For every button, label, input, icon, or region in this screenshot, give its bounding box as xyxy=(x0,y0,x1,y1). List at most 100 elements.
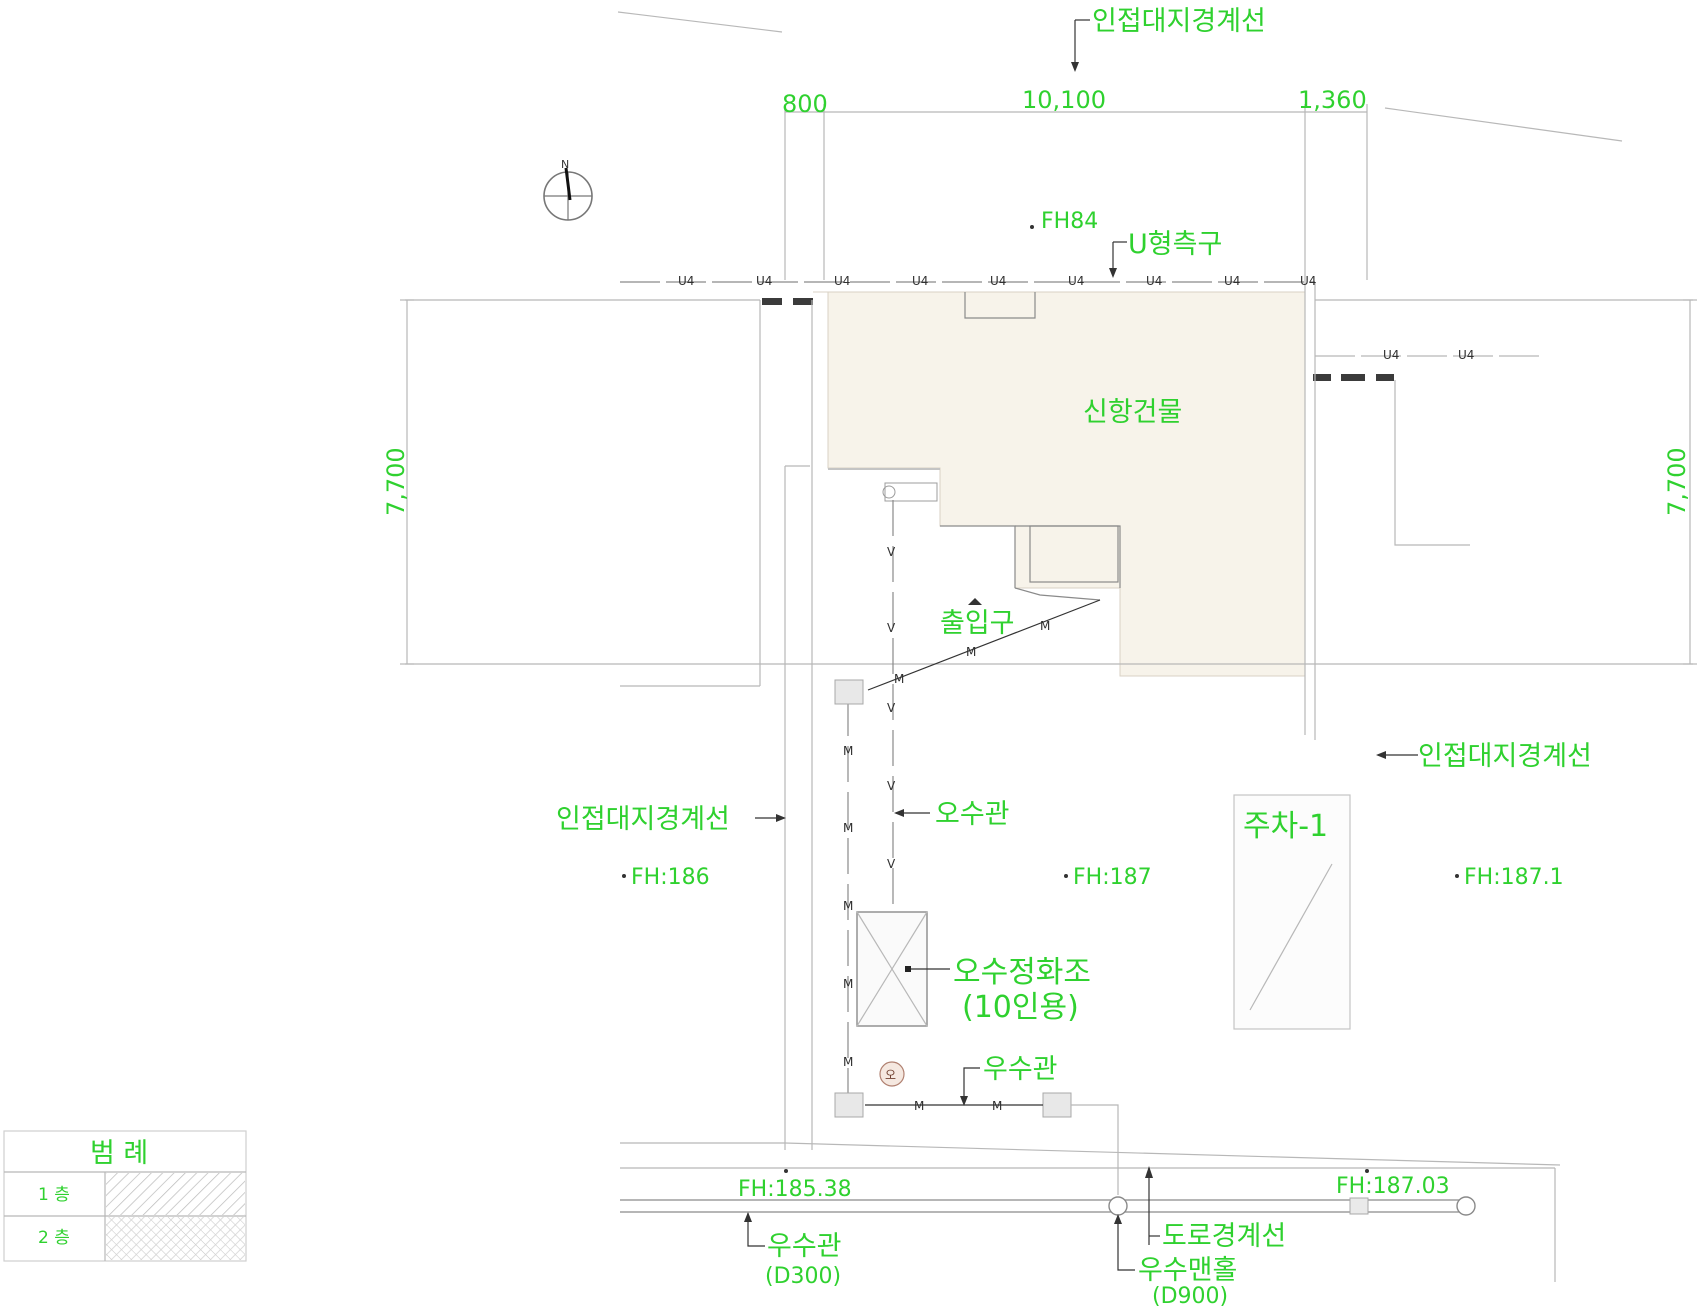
gutter-cover xyxy=(762,298,782,305)
pipe-code-u4: U4 xyxy=(1300,274,1316,288)
parking-space xyxy=(1233,794,1351,1030)
pipe-code-u4: U4 xyxy=(1383,348,1399,362)
label-rain-pipe-main-size: (D300) xyxy=(765,1264,841,1289)
pipe-code-m: M xyxy=(894,672,904,686)
septic-tank-marker xyxy=(905,966,911,972)
legend-title: 범 례 xyxy=(90,1138,148,1169)
pipe-code-m: M xyxy=(992,1099,1002,1113)
legend-swatch-floor-2 xyxy=(106,1217,245,1260)
leader-rain-main xyxy=(747,1213,765,1247)
elevation-point xyxy=(1064,874,1068,878)
pipe-code-m: M xyxy=(843,977,853,991)
pipe-code-u4: U4 xyxy=(678,274,694,288)
pipe-code-v: V xyxy=(887,545,896,559)
building-notch xyxy=(964,292,1036,319)
sewer-pipe-diagonal xyxy=(867,599,1101,691)
elevation-fh187-03: FH:187.03 xyxy=(1336,1174,1450,1199)
pipe-code-m: M xyxy=(843,744,853,758)
pipe-code-u4: U4 xyxy=(912,274,928,288)
pipe-code-u4: U4 xyxy=(1458,348,1474,362)
gutter-cover xyxy=(1376,374,1394,381)
road-catch-basin xyxy=(1349,1197,1369,1215)
arrow-neighbor-top xyxy=(1071,62,1079,72)
neighbor-boundary-line-top-right xyxy=(1384,107,1623,142)
pipe-code-u4: U4 xyxy=(1068,274,1084,288)
arrow-rain-main xyxy=(744,1212,752,1222)
label-septic-tank-capacity: (10인용) xyxy=(962,990,1079,1025)
septic-tank-cross xyxy=(856,911,928,1027)
right-structure-line xyxy=(1394,380,1470,546)
label-new-building: 신항건물 xyxy=(1083,397,1182,428)
label-road-boundary: 도로경계선 xyxy=(1162,1221,1286,1252)
elevation-fh187: FH:187 xyxy=(1073,865,1152,890)
elevation-fh187-1: FH:187.1 xyxy=(1464,865,1564,890)
entrance-arrow xyxy=(968,598,982,605)
north-arrow-needle xyxy=(564,167,572,201)
elevation-fh185-38: FH:185.38 xyxy=(738,1177,852,1202)
pipe-code-m: M xyxy=(914,1099,924,1113)
pipe-code-v: V xyxy=(887,701,896,715)
stair-top xyxy=(828,468,940,470)
parking-diagonal xyxy=(1249,863,1333,1011)
rain-manhole-icon xyxy=(1108,1196,1128,1216)
arrow-neighbor-left xyxy=(776,814,786,822)
label-entrance: 출입구 xyxy=(940,608,1015,639)
pipe-code-m: M xyxy=(1040,619,1050,633)
legend-row-label: 1 층 xyxy=(38,1185,70,1205)
pipe-code-v: V xyxy=(887,857,896,871)
label-neighbor-boundary-left: 인접대지경계선 xyxy=(556,804,730,835)
gutter-cover xyxy=(1313,374,1331,381)
pipe-code-u4: U4 xyxy=(1146,274,1162,288)
dimension-left-height: 7,700 xyxy=(382,447,410,516)
pipe-code-u4: U4 xyxy=(834,274,850,288)
road-line-b xyxy=(784,1142,1561,1166)
legend-swatch-floor-1 xyxy=(106,1173,245,1215)
label-septic-tank: 오수정화조 xyxy=(953,955,1091,990)
label-rain-pipe: 우수관 xyxy=(983,1054,1058,1085)
dimension-right-height: 7,700 xyxy=(1663,447,1691,516)
cleanout-circle xyxy=(882,485,896,499)
pipe-code-u4: U4 xyxy=(756,274,772,288)
elevation-point xyxy=(1455,874,1459,878)
label-neighbor-boundary-right: 인접대지경계선 xyxy=(1418,741,1592,772)
arrow-road-boundary xyxy=(1145,1166,1153,1178)
pipe-code-u4: U4 xyxy=(990,274,1006,288)
entrance-box xyxy=(1029,525,1119,583)
elevation-point xyxy=(622,874,626,878)
elevation-fh84: FH84 xyxy=(1041,209,1098,234)
elevation-point xyxy=(784,1169,788,1173)
pipe-code-v: V xyxy=(887,779,896,793)
arrow-rain-pipe xyxy=(960,1096,968,1106)
label-parking: 주차-1 xyxy=(1243,809,1328,844)
dimension-top-right: 1,360 xyxy=(1298,86,1367,114)
leader-rain-manhole xyxy=(1117,1220,1135,1271)
sewer-manhole-icon xyxy=(879,1061,905,1087)
dimension-top-center: 10,100 xyxy=(1022,86,1106,114)
elevation-fh186: FH:186 xyxy=(631,865,710,890)
gutter-cover xyxy=(1341,374,1365,381)
label-u-gutter: U형측구 xyxy=(1128,229,1222,260)
pipe-code-v: V xyxy=(887,621,896,635)
arrow-rain-manhole xyxy=(1114,1214,1122,1224)
neighbor-boundary-line-top-left xyxy=(617,11,783,33)
arrow-u-gutter xyxy=(1109,268,1117,278)
catch-basin xyxy=(834,679,864,705)
elevation-point xyxy=(1030,225,1034,229)
pipe-code-m: M xyxy=(966,645,976,659)
dimension-top-left: 800 xyxy=(782,90,828,118)
pipe-code-m: M xyxy=(843,821,853,835)
cleanout-box xyxy=(884,482,938,502)
leader-rain-pipe xyxy=(963,1067,980,1100)
pipe-code-m: M xyxy=(843,1055,853,1069)
gutter-cover xyxy=(793,298,813,305)
arrow-neighbor-right xyxy=(1376,751,1386,759)
sewer-manhole-mark: 오 xyxy=(885,1068,896,1082)
new-building-footprint xyxy=(813,291,1306,677)
legend-table: 범 례 1 층 2 층 xyxy=(3,1130,247,1262)
legend-row-label: 2 층 xyxy=(38,1228,70,1248)
catch-basin xyxy=(834,1092,864,1118)
label-neighbor-boundary-top: 인접대지경계선 xyxy=(1092,6,1266,37)
label-rain-pipe-main: 우수관 xyxy=(767,1231,842,1262)
